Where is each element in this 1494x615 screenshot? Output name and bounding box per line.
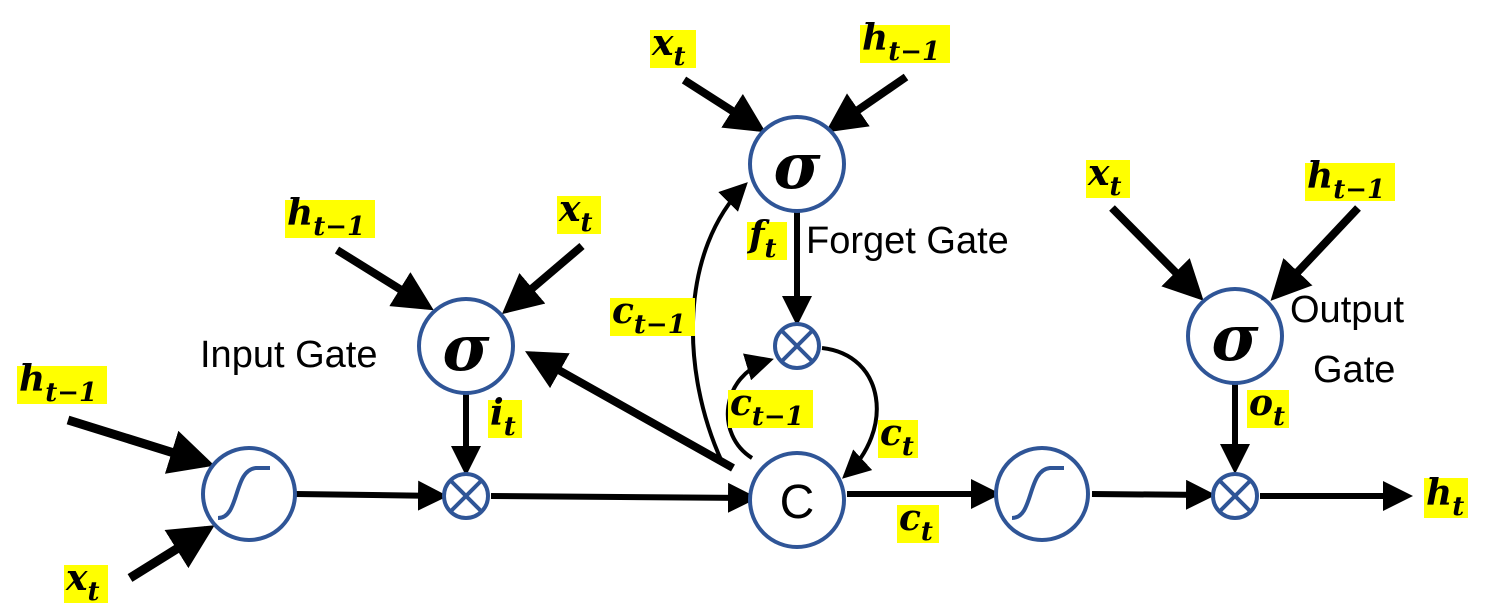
input-gate-node: σ: [417, 297, 515, 395]
arrow-x-to-activation: [127, 525, 215, 582]
var-c-loop: ct: [878, 412, 918, 462]
svg-text:ht: ht: [1426, 472, 1464, 522]
var-h-prev-forget: ht−1: [860, 17, 950, 67]
forget-gate-label: Forget Gate: [806, 220, 1009, 262]
svg-text:xt: xt: [1087, 152, 1121, 202]
arrow-h-to-activation: [66, 415, 215, 474]
arrow-input-mult-to-cell: [490, 482, 758, 513]
input-multiply-node: [442, 472, 490, 520]
svg-text:ct−1: ct−1: [730, 382, 804, 432]
sigmoid-curve-icon: [1011, 466, 1064, 520]
variable-labels: ht−1 xt ht−1 xt ht−1 xt it: [17, 17, 1468, 607]
output-gate-label-line1: Output: [1290, 289, 1405, 331]
svg-text:xt: xt: [65, 557, 99, 607]
svg-text:ht−1: ht−1: [19, 358, 97, 408]
svg-text:ht−1: ht−1: [1307, 155, 1385, 205]
output-gate-label-line2: Gate: [1313, 349, 1395, 391]
svg-text:ht−1: ht−1: [287, 192, 365, 242]
var-h-prev-activation: ht−1: [17, 358, 107, 408]
arrow-x-to-input-gate: [501, 242, 585, 315]
arrow-h-to-input-gate: [334, 246, 434, 311]
output-activation-node: [994, 446, 1090, 542]
forget-gate-sigma: σ: [773, 129, 821, 204]
gate-labels: Input Gate Forget Gate Output Gate: [200, 220, 1405, 391]
var-x-output: xt: [1086, 152, 1130, 202]
arrow-x-to-forget-gate: [681, 76, 766, 133]
svg-text:ct: ct: [880, 412, 914, 462]
var-x-input: xt: [557, 188, 601, 238]
var-h-output: ht: [1424, 472, 1468, 522]
arrow-cell-to-input-gate: [525, 351, 735, 472]
svg-text:it: it: [490, 392, 516, 442]
arrow-forget-mult-to-cell: [821, 346, 879, 479]
svg-text:xt: xt: [651, 22, 685, 72]
svg-text:ot: ot: [1249, 382, 1285, 432]
var-f: ft: [746, 214, 787, 264]
svg-text:xt: xt: [558, 188, 592, 238]
arrow-h-to-forget-gate: [825, 73, 909, 133]
var-o: ot: [1247, 382, 1289, 432]
cell-label: C: [780, 476, 815, 529]
output-gate-node: σ: [1186, 287, 1284, 385]
svg-text:ct−1: ct−1: [612, 290, 686, 340]
var-c-prev-forget-curve: ct−1: [610, 290, 695, 340]
arrow-activation-to-input-mult: [295, 480, 448, 511]
var-h-prev-output: ht−1: [1305, 155, 1395, 205]
output-multiply-node: [1211, 472, 1259, 520]
var-x-activation: xt: [64, 557, 108, 607]
var-c-prev-loop: ct−1: [728, 382, 813, 432]
arrow-activation-to-output-mult: [1091, 479, 1216, 510]
forget-gate-node: σ: [748, 115, 846, 213]
arrow-x-to-output-gate: [1109, 205, 1204, 301]
var-x-forget: xt: [650, 22, 696, 72]
var-h-prev-input: ht−1: [285, 192, 375, 242]
arrow-h-to-output-gate: [1270, 205, 1361, 301]
nodes: σ σ C σ: [201, 115, 1284, 549]
sigmoid-curve-icon: [217, 466, 270, 520]
input-activation-node: [201, 446, 297, 542]
cell-node: C: [748, 451, 846, 549]
output-gate-sigma: σ: [1211, 301, 1259, 376]
svg-text:ct: ct: [899, 497, 933, 547]
input-gate-label: Input Gate: [200, 334, 377, 376]
input-gate-sigma: σ: [442, 311, 490, 386]
svg-text:ht−1: ht−1: [862, 17, 940, 67]
var-i: it: [488, 392, 522, 442]
var-c-output: ct: [897, 497, 939, 547]
forget-multiply-node: [773, 322, 821, 370]
